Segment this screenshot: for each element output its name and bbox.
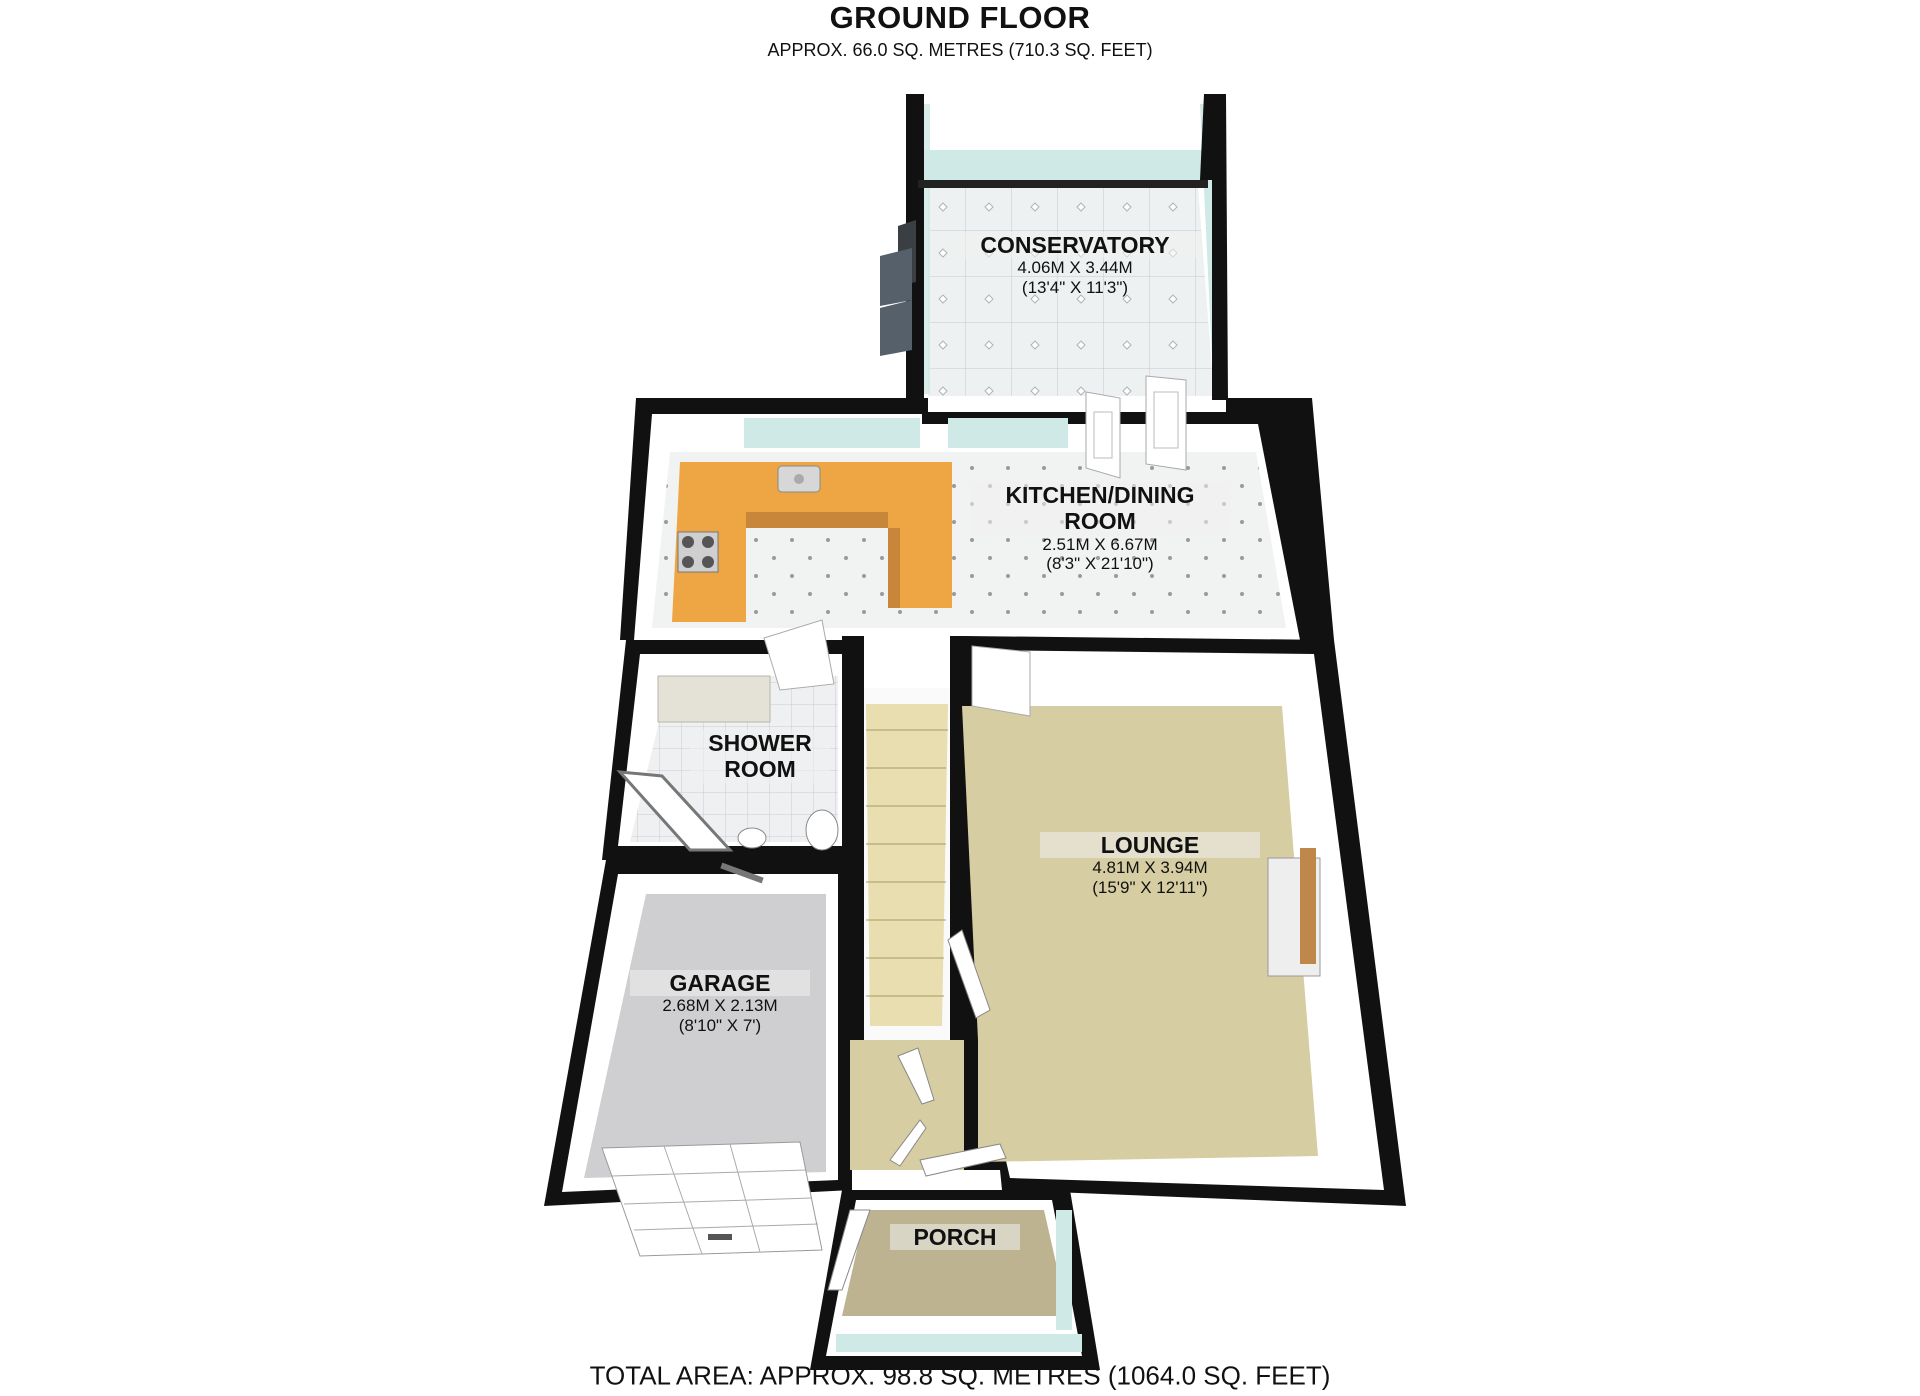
shower-door [616,770,734,852]
toilet-icon [805,809,839,851]
conservatory-doors [1085,375,1187,479]
garage-size-imperial: (8'10" X 7') [678,1015,762,1035]
lounge-size-metric: 4.81M X 3.94M [1092,858,1208,878]
conservatory-size-imperial: (13'4" X 11'3") [1021,277,1129,297]
kitchen-name-line2: ROOM [970,508,1230,535]
garage-size-metric: 2.68M X 2.13M [662,996,778,1016]
kitchen-size-imperial: (8'3" X 21'10") [1046,554,1154,574]
lounge-room [947,636,1406,1206]
lounge-size-imperial: (15'9" X 12'11") [1092,877,1208,897]
floor-title: GROUND FLOOR [829,0,1091,35]
conservatory-name: CONSERVATORY [950,232,1200,259]
conservatory-side-doors [880,220,916,356]
garage-name: GARAGE [630,970,810,997]
shower-name-line1: SHOWER [690,730,830,757]
lounge-label: LOUNGE 4.81M X 3.94M (15'9" X 12'11") [1040,832,1260,898]
floor-area: APPROX. 66.0 SQ. METRES (710.3 SQ. FEET) [767,40,1153,60]
staircase [842,636,964,1056]
porch-label: PORCH [890,1224,1020,1251]
lounge-name: LOUNGE [1040,832,1260,859]
total-area: TOTAL AREA: APPROX. 98.8 SQ. METRES (106… [589,1360,1331,1391]
kitchen-size-metric: 2.51M X 6.67M [1042,534,1158,554]
shower-label: SHOWER ROOM [690,730,830,783]
garage-label: GARAGE 2.68M X 2.13M (8'10" X 7') [630,970,810,1036]
shower-name-line2: ROOM [690,756,830,783]
garage-door [601,1141,823,1257]
kitchen-worktop [672,462,952,622]
kitchen-label: KITCHEN/DINING ROOM 2.51M X 6.67M (8'3" … [970,482,1230,574]
conservatory-label: CONSERVATORY 4.06M X 3.44M (13'4" X 11'3… [950,232,1200,298]
conservatory-size-metric: 4.06M X 3.44M [1017,258,1133,278]
kitchen-name-line1: KITCHEN/DINING [970,482,1230,509]
fireplace [1267,848,1321,977]
porch-name: PORCH [890,1224,1020,1251]
conservatory-room [880,94,1228,406]
garage-room [544,860,852,1257]
hob-icon [677,531,719,573]
